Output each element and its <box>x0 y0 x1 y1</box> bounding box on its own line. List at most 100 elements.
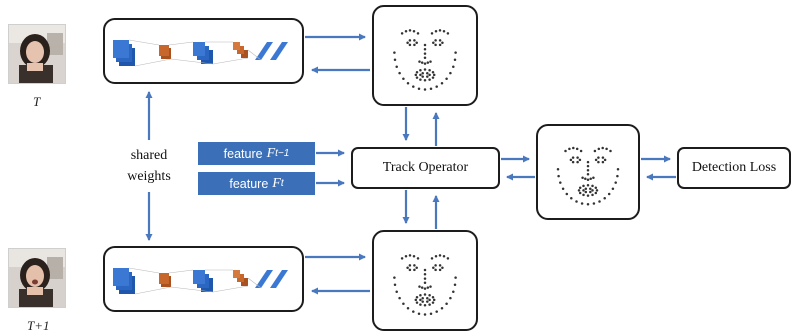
landmark-dot <box>414 298 418 302</box>
landmark-dot <box>445 302 448 305</box>
landmark-dot <box>423 56 427 60</box>
landmark-dot <box>412 85 415 88</box>
landmark-dot <box>568 147 571 151</box>
landmark-dot <box>415 295 419 299</box>
landmark-dot <box>419 78 422 81</box>
landmark-dot <box>592 202 596 205</box>
landmark-dot <box>603 197 606 200</box>
landmark-dot <box>421 71 424 75</box>
landmark-dot <box>559 181 562 184</box>
feature-curr-symbol: F <box>272 175 281 191</box>
landmark-dot <box>428 298 431 302</box>
landmark-dot <box>418 60 421 63</box>
landmark-dot <box>428 303 431 306</box>
landmark-dot <box>609 149 612 153</box>
landmark-dot <box>579 149 583 153</box>
landmark-dot <box>597 160 600 164</box>
landmark-dot <box>598 200 601 203</box>
landmark-dot <box>402 77 405 80</box>
landmark-dot <box>426 75 429 78</box>
frame-label-t1: T+1 <box>27 318 50 333</box>
landmark-dot <box>423 268 427 272</box>
landmark-dot <box>430 257 434 260</box>
landmark-dot <box>434 255 438 258</box>
landmark-dot <box>393 58 397 62</box>
landmark-dot <box>412 255 416 258</box>
landmark-dot <box>452 290 455 293</box>
landmark-dot <box>584 190 588 194</box>
landmark-dot <box>586 194 590 197</box>
feature-prev-symbol: F <box>266 145 276 161</box>
landmark-dot <box>419 298 422 302</box>
landmark-dot <box>429 60 432 63</box>
feature-curr-prefix: feature <box>229 176 269 191</box>
landmark-dot <box>441 41 444 44</box>
landmark-dot <box>434 264 437 267</box>
landmark-dot <box>398 296 401 300</box>
landmark-dot <box>412 30 416 33</box>
landmark-dot <box>406 81 410 85</box>
landmark-dot <box>421 300 424 303</box>
landmark-dot <box>594 158 598 162</box>
landmark-dot <box>576 160 579 164</box>
landmark-dot <box>438 29 442 32</box>
landmark-dot <box>393 283 397 287</box>
landmark-dot <box>616 174 619 178</box>
landmark-dot <box>415 76 419 79</box>
landmark-dot <box>423 88 427 91</box>
landmark-dot <box>454 276 457 279</box>
landmark-dot <box>597 156 600 159</box>
landmark-dot <box>589 177 592 180</box>
shared-weights-line1: shared <box>130 148 168 163</box>
person-photo-icon <box>9 249 65 307</box>
landmark-dot <box>578 186 582 190</box>
landmark-dot <box>445 77 448 80</box>
landmark-dot <box>576 156 579 159</box>
landmark-dot <box>432 298 436 302</box>
landmark-dot <box>431 295 435 299</box>
landmark-dot <box>569 158 573 162</box>
landmark-dot <box>605 147 608 151</box>
landmark-dot <box>586 202 590 206</box>
landmark-dot <box>423 281 427 285</box>
landmark-dot <box>412 310 415 313</box>
landmark-dot <box>449 296 452 300</box>
face-landmark-icon <box>556 146 620 206</box>
landmark-dot <box>406 266 409 269</box>
landmark-dot <box>438 264 442 267</box>
landmark-dot <box>616 167 620 171</box>
landmark-dot <box>393 276 396 279</box>
landmark-dot <box>404 255 408 258</box>
landmark-dot <box>572 146 575 150</box>
landmark-dot <box>446 32 450 35</box>
landmark-dot <box>413 43 416 47</box>
landmark-dot <box>426 71 429 75</box>
cnn-box-bottom <box>103 246 304 312</box>
face-landmark-icon <box>393 254 457 316</box>
landmark-dot <box>575 200 578 203</box>
landmark-dot <box>589 190 592 194</box>
landmark-dot <box>417 87 421 90</box>
landmark-dot <box>419 68 422 72</box>
landmark-dot <box>413 268 416 272</box>
landmark-dot <box>423 62 427 65</box>
landmark-dot <box>423 79 427 82</box>
landmark-dot <box>570 197 573 200</box>
landmark-dot <box>434 30 438 33</box>
landmark-dot <box>428 293 431 297</box>
landmark-dot <box>421 75 424 78</box>
landmark-dot <box>395 290 398 293</box>
landmark-dot <box>565 192 569 196</box>
landmark-dot <box>580 202 584 205</box>
landmark-dot <box>428 78 431 81</box>
landmark-dot <box>408 254 412 257</box>
landmark-dot <box>593 149 597 153</box>
landmark-dot <box>586 160 590 164</box>
track-operator-node: Track Operator <box>351 147 500 189</box>
landmark-dot <box>578 191 582 195</box>
landmark-dot <box>423 52 427 55</box>
landmark-dot <box>571 160 575 164</box>
landmark-dot <box>571 156 575 159</box>
landmark-dot <box>586 164 590 168</box>
